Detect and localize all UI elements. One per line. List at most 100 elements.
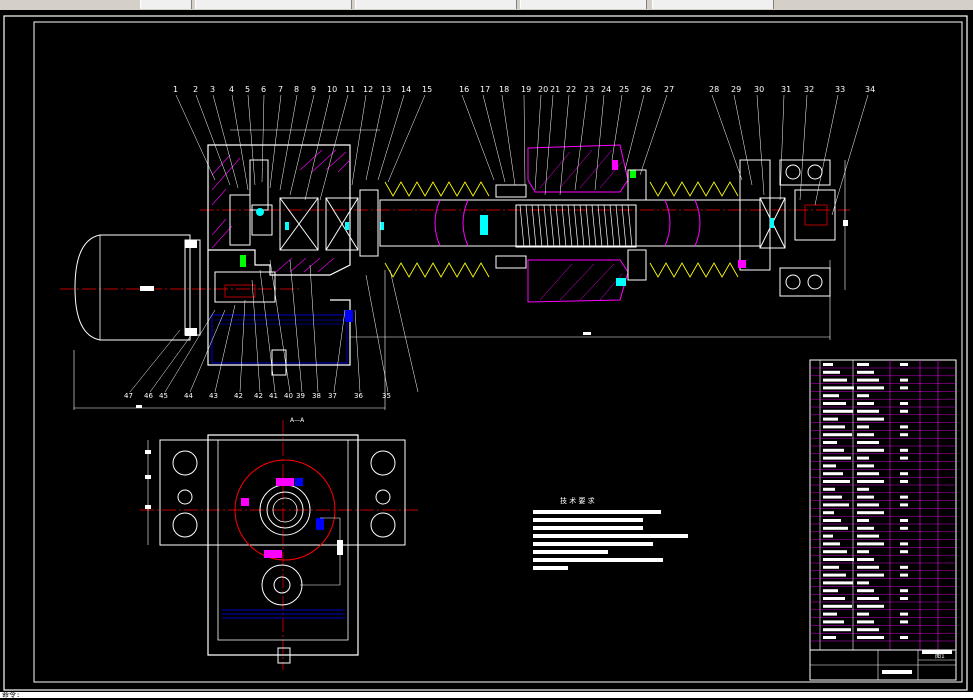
parts-list-cell: [823, 604, 852, 608]
balloon-label-top: 3: [210, 85, 215, 94]
parts-list-cell: [857, 589, 874, 593]
parts-list-cell: [857, 425, 869, 429]
balloon-label-top: 20: [538, 85, 548, 94]
parts-list-cell: [823, 597, 845, 600]
parts-list-cell: [900, 363, 908, 366]
balloon-label-top: 25: [619, 85, 629, 94]
parts-list-cell: [900, 433, 908, 437]
parts-list-cell: [900, 597, 908, 600]
parts-list-cell: [900, 636, 908, 639]
document-tab-2[interactable]: [355, 0, 517, 9]
parts-list-cell: [857, 558, 874, 561]
balloon-label-bottom: 38: [312, 392, 321, 400]
parts-list-cell: [823, 534, 833, 538]
parts-list-cell: [857, 550, 869, 554]
parts-list-cell: [823, 425, 845, 429]
parts-list-cell: [857, 363, 869, 366]
balloon-label-top: 1: [173, 85, 178, 94]
balloon-label-top: 24: [601, 85, 611, 94]
parts-list-cell: [823, 589, 838, 593]
parts-list-cell: [857, 441, 879, 444]
parts-list-cell: [857, 526, 874, 530]
balloon-label-bottom: 46: [144, 392, 153, 400]
parts-list-cell: [823, 519, 841, 522]
parts-list-cell: [857, 402, 874, 405]
parts-list-cell: [823, 386, 854, 390]
parts-list-cell: [823, 409, 853, 413]
toolbar-icons[interactable]: [140, 0, 192, 9]
parts-list-cell: [857, 511, 884, 515]
balloon-label-bottom: 42: [254, 392, 263, 400]
parts-list-cell: [823, 433, 852, 437]
parts-list-cell: [857, 456, 869, 460]
parts-list-cell: [900, 620, 908, 624]
balloon-label-top: 11: [345, 85, 355, 94]
section-label: A—A: [290, 417, 305, 424]
balloon-label-top: 7: [278, 85, 283, 94]
balloon-label-top: 19: [521, 85, 531, 94]
parts-list-table: 图1: [809, 359, 957, 681]
parts-list-cell: [857, 464, 874, 468]
command-status-bar[interactable]: 命令:: [0, 691, 973, 699]
balloon-label-top: 27: [664, 85, 674, 94]
parts-list-cell: [900, 386, 908, 390]
balloon-label-top: 34: [865, 85, 875, 94]
balloon-label-top: 5: [245, 85, 250, 94]
parts-list-cell: [857, 612, 869, 616]
parts-list-cell: [823, 628, 851, 632]
drawing-outer-frame: [3, 15, 968, 691]
balloon-label-top: 18: [499, 85, 509, 94]
parts-list-cell: [857, 597, 879, 600]
document-tab-1[interactable]: [195, 0, 352, 9]
parts-list-cell: [857, 378, 879, 382]
parts-list-cell: [857, 386, 884, 390]
cad-drawing-canvas[interactable]: 1234567891011121314151617181920212223242…: [0, 10, 973, 692]
parts-list-cell: [900, 378, 908, 382]
balloon-label-top: 15: [422, 85, 432, 94]
section-view-a-a: [140, 420, 420, 670]
main-assembly-view: 1234567891011121314151617181920212223242…: [60, 85, 875, 424]
parts-list-cell: [857, 495, 874, 499]
parts-list-cell: [857, 628, 879, 632]
parts-list-cell: [823, 558, 854, 561]
parts-list-cell: [823, 417, 838, 421]
parts-list-cell: [823, 565, 839, 569]
balloon-label-top: 16: [459, 85, 469, 94]
balloon-label-bottom: 44: [184, 392, 193, 400]
document-tab-4[interactable]: [652, 0, 774, 9]
balloon-label-top: 30: [754, 85, 764, 94]
parts-list-cell: [900, 550, 908, 554]
parts-list-cell: [823, 363, 833, 366]
parts-list-cell: [857, 394, 869, 398]
tech-requirements-title: 技 术 要 求: [560, 496, 595, 505]
parts-list-cell: [857, 480, 884, 483]
parts-list-cell: [823, 526, 848, 530]
parts-list-cell: [823, 550, 847, 554]
parts-list-cell: [823, 636, 836, 639]
parts-list-cell: [857, 503, 879, 507]
balloon-label-bottom: 36: [354, 392, 363, 400]
balloon-label-top: 14: [401, 85, 411, 94]
parts-list-cell: [857, 620, 874, 624]
document-tab-3[interactable]: [520, 0, 647, 9]
parts-list-cell: [857, 519, 869, 522]
parts-list-cell: [823, 464, 836, 468]
balloon-label-bottom: 42: [234, 392, 243, 400]
command-line-text: 命令:: [2, 691, 21, 699]
parts-list-cell: [900, 425, 908, 429]
parts-list-cell: [823, 441, 837, 444]
balloon-label-bottom: 47: [124, 392, 133, 400]
balloon-label-top: 21: [550, 85, 560, 94]
parts-list-cell: [900, 573, 908, 577]
parts-list-cell: [823, 620, 844, 624]
parts-list-cell: [857, 487, 869, 491]
parts-list-cell: [857, 565, 879, 569]
parts-list-cell: [857, 448, 884, 452]
technical-requirements: 技 术 要 求: [533, 496, 688, 570]
balloon-label-bottom: 37: [328, 392, 337, 400]
balloon-label-top: 31: [781, 85, 791, 94]
parts-list-cell: [823, 448, 844, 452]
parts-list-cell: [823, 370, 840, 374]
balloon-label-bottom: 35: [382, 392, 391, 400]
